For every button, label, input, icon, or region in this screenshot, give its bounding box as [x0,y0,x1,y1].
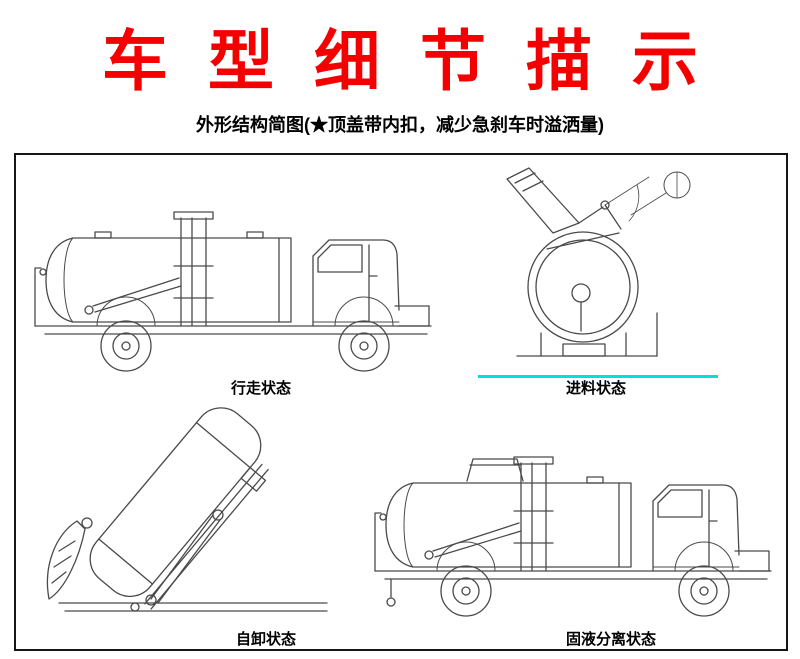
diagram-label-travel: 行走状态 [230,380,291,397]
tilted-tank-drawing [46,407,328,612]
tank-rear-view-drawing [506,167,691,357]
truck-side-view-drawing [34,211,432,372]
subtitle: 外形结构简图(★顶盖带内扣，减少急刹车时溢洒量) [196,115,604,135]
diagram-frame: 行走状态 进料状态 自卸状态 固液分离状态 [14,153,788,651]
diagram-label-separation: 固液分离状态 [565,631,656,648]
truck-side-view-separation-drawing [374,456,772,617]
diagram-label-feeding: 进料状态 [565,380,626,397]
page-title: 车型细节描示 [102,23,738,100]
diagram-label-dumping: 自卸状态 [235,631,296,648]
cyan-divider-line [478,375,718,378]
